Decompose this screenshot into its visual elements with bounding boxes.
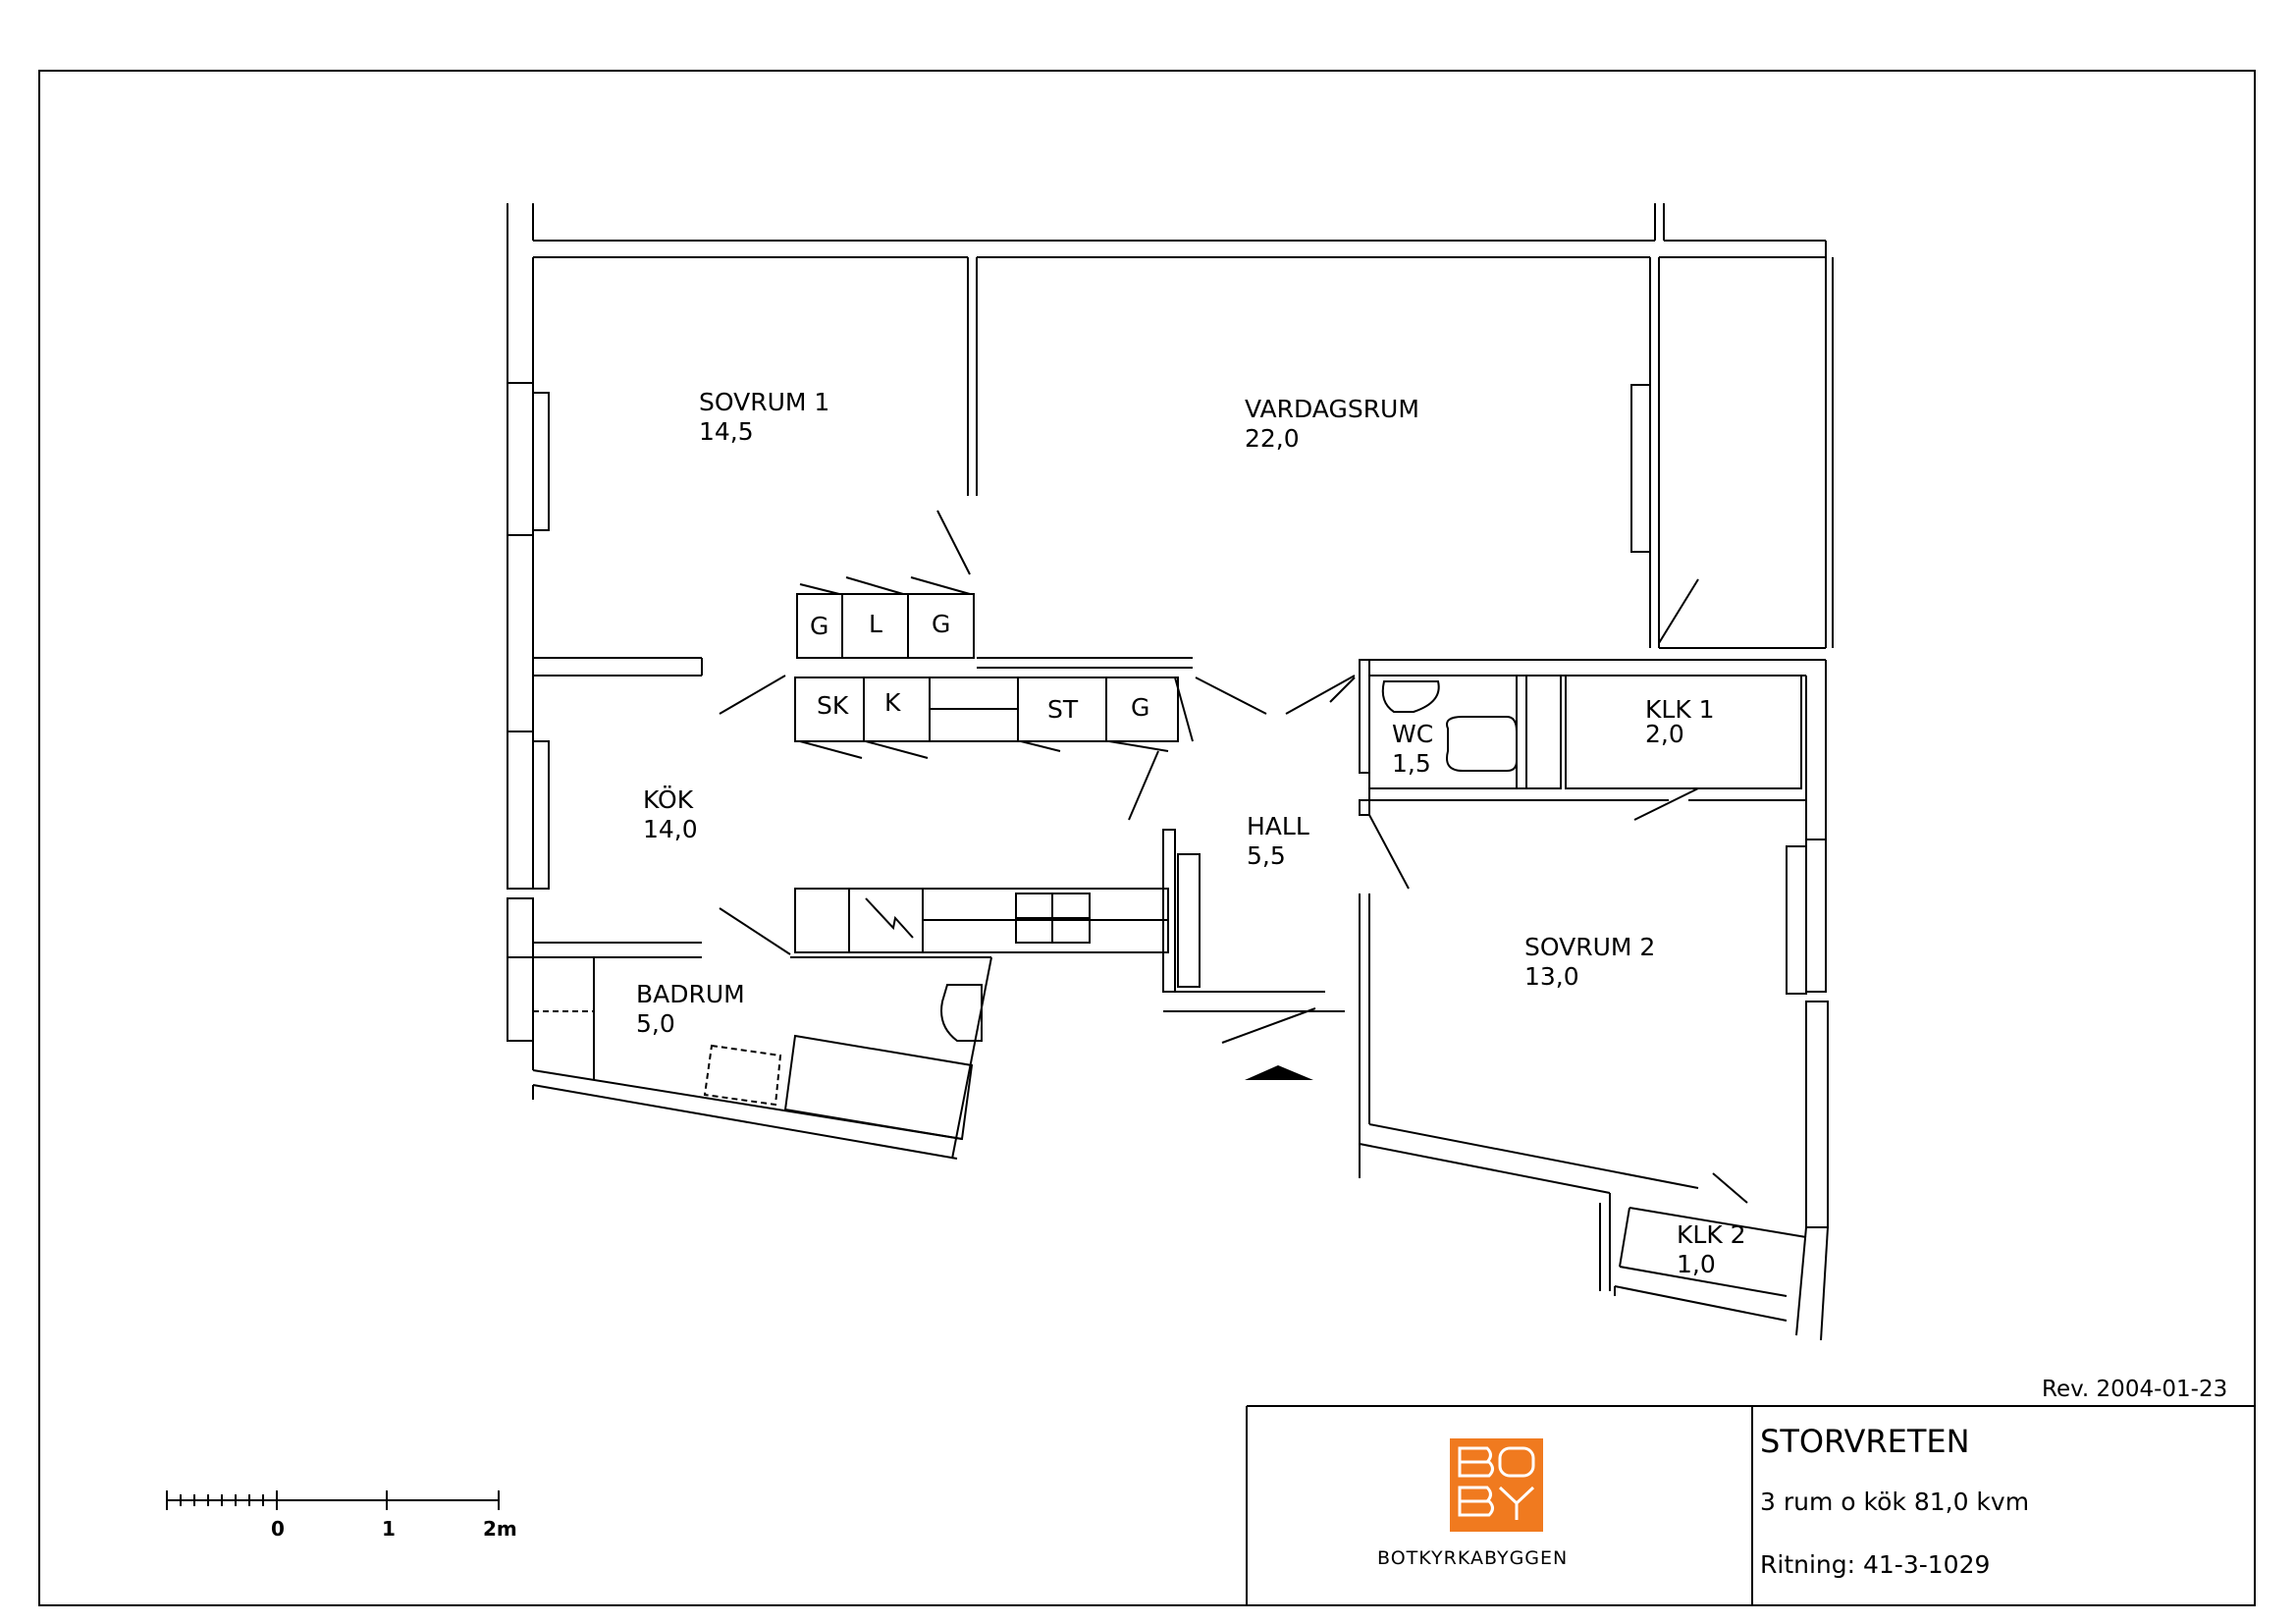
- room-area: 2,0: [1645, 720, 1684, 748]
- room-sovrum1: SOVRUM 1 14,5: [699, 388, 829, 447]
- fixture-g: G: [1131, 693, 1150, 722]
- scale-bar: [166, 1490, 500, 1510]
- apartment-description: 3 rum o kök 81,0 kvm: [1760, 1488, 2030, 1516]
- room-hall: HALL 5,5: [1247, 812, 1309, 871]
- room-area: 1,5: [1392, 749, 1431, 778]
- room-vardagsrum: VARDAGSRUM 22,0: [1245, 395, 1419, 454]
- room-klk1: KLK 1 2,0: [1645, 697, 1715, 746]
- scale-tick-1: 1: [382, 1517, 396, 1541]
- fixture-upper-l: L: [869, 610, 882, 638]
- room-name: SOVRUM 2: [1524, 933, 1656, 961]
- drawing-number: Ritning: 41-3-1029: [1760, 1550, 1991, 1579]
- room-kok: KÖK 14,0: [643, 785, 698, 844]
- entrance-arrow-icon: [1245, 1065, 1313, 1080]
- scale-tick-0: 0: [271, 1517, 285, 1541]
- room-name: KÖK: [643, 785, 694, 814]
- room-wc: WC 1,5: [1392, 720, 1433, 779]
- room-sovrum2: SOVRUM 2 13,0: [1524, 933, 1655, 992]
- room-area: 13,0: [1524, 962, 1579, 991]
- room-name: KLK 2: [1677, 1220, 1746, 1249]
- room-name: WC: [1392, 720, 1434, 748]
- room-area: 14,0: [643, 815, 698, 843]
- room-name: BADRUM: [636, 980, 745, 1008]
- logo-text: BOTKYRKABYGGEN: [1377, 1547, 1569, 1569]
- title-block: [1246, 1405, 2255, 1605]
- botkyrkabyggen-logo: [1450, 1438, 1543, 1532]
- fixture-st: ST: [1047, 695, 1079, 724]
- room-area: 5,0: [636, 1009, 675, 1038]
- fixture-upper-g2: G: [932, 610, 951, 638]
- room-name: KLK 1: [1645, 695, 1715, 724]
- room-klk2: KLK 2 1,0: [1677, 1220, 1746, 1279]
- drawing-frame: [38, 70, 2256, 1606]
- fixture-upper-g1: G: [810, 612, 829, 640]
- fixture-sk: SK: [817, 691, 849, 720]
- room-name: HALL: [1247, 812, 1309, 840]
- fixture-k: K: [884, 688, 901, 717]
- room-area: 14,5: [699, 417, 754, 446]
- project-name: STORVRETEN: [1760, 1423, 1970, 1460]
- room-name: VARDAGSRUM: [1245, 395, 1419, 423]
- room-area: 22,0: [1245, 424, 1300, 453]
- room-badrum: BADRUM 5,0: [636, 980, 745, 1039]
- room-name: SOVRUM 1: [699, 388, 830, 416]
- scale-tick-2: 2m: [483, 1517, 517, 1541]
- revision-date: Rev. 2004-01-23: [2042, 1377, 2228, 1402]
- room-area: 1,0: [1677, 1250, 1716, 1278]
- room-area: 5,5: [1247, 841, 1286, 870]
